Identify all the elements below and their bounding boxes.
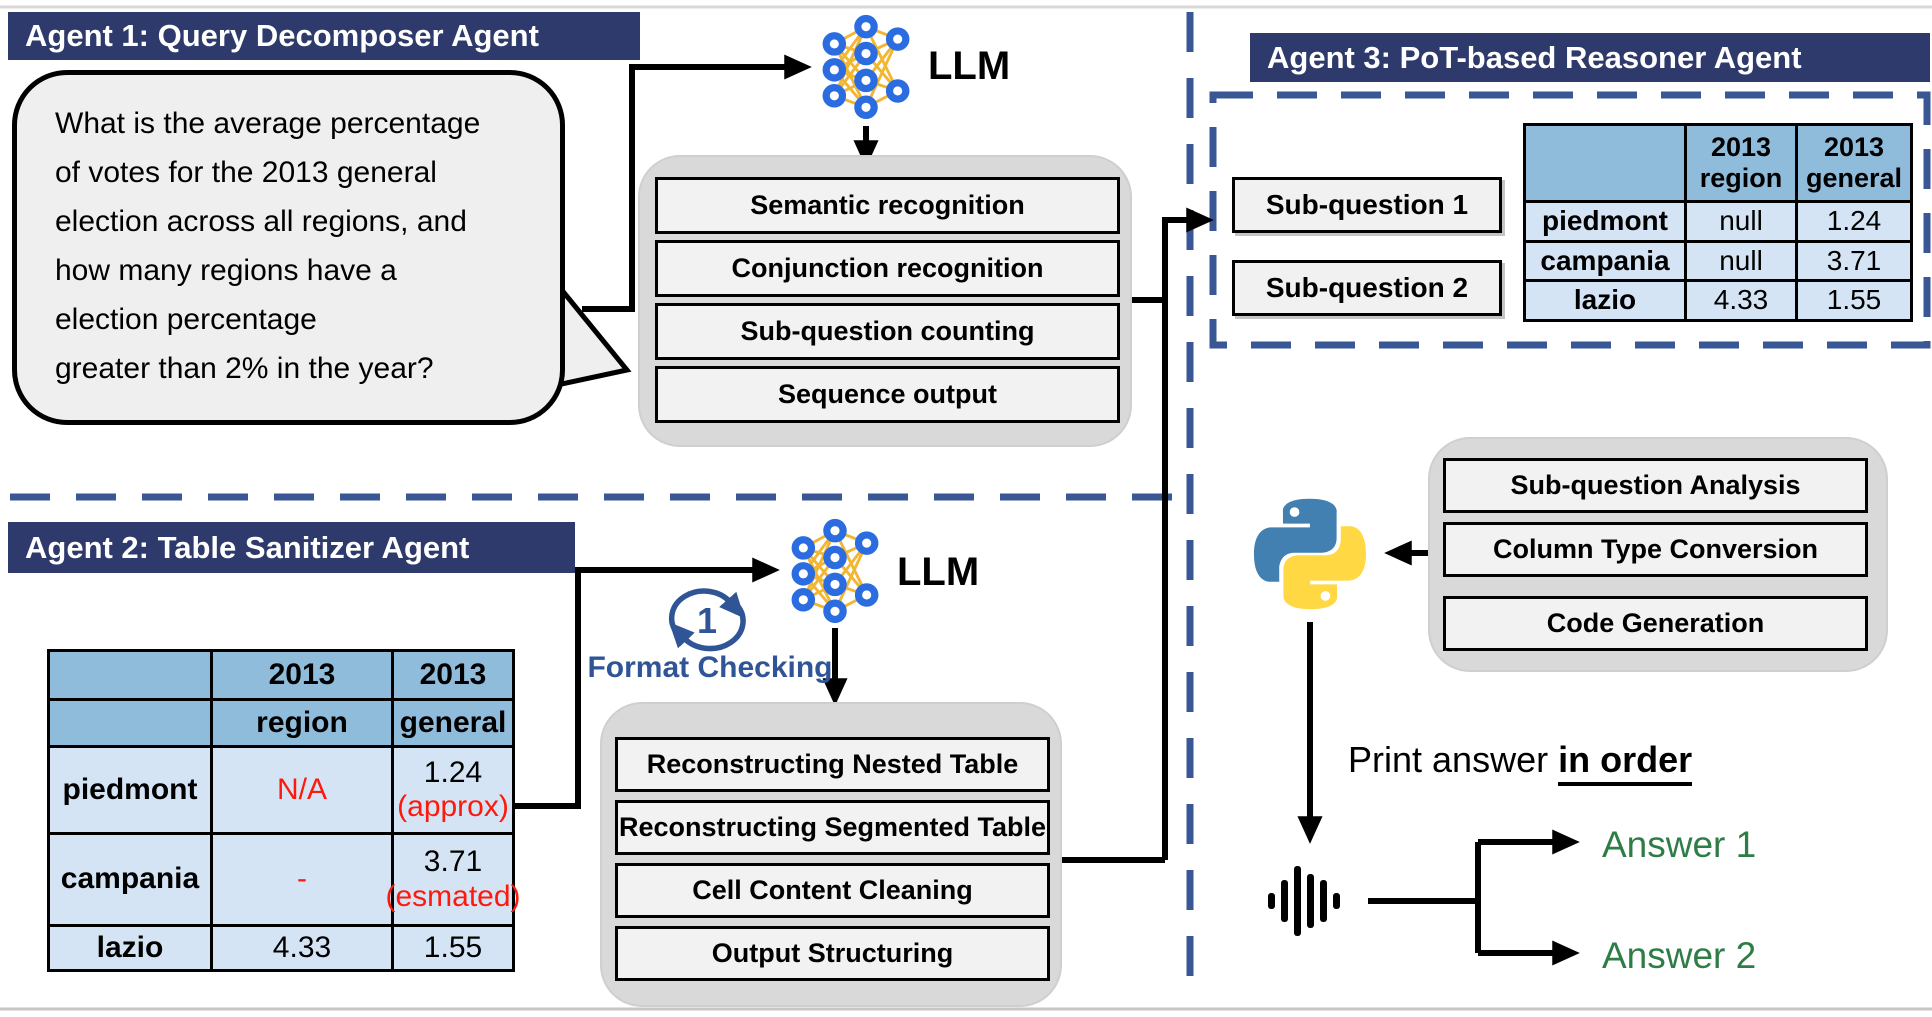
table2-cell-general: 1.55: [394, 927, 512, 969]
table2-value: 1.55: [423, 930, 483, 964]
agent3-title: Agent 3: PoT-based Reasoner Agent: [1267, 39, 1802, 75]
table2-to-llm2-connector: [515, 557, 780, 809]
format-checking-label: Format Checking: [587, 651, 833, 684]
step-code-generation: Code Generation: [1443, 596, 1868, 651]
question-line: election percentage: [55, 303, 317, 336]
table2-corner-cell: [50, 701, 210, 745]
audio-waveform-icon: [1268, 866, 1340, 936]
table3-row-name: campania: [1526, 243, 1684, 279]
print-answer-emphasis: in order: [1558, 739, 1693, 786]
table3-cell-general: 3.71: [1798, 243, 1910, 279]
table2-year-header: 2013: [394, 652, 512, 698]
llm2-label: LLM: [897, 550, 980, 594]
table3-col-header: 2013 general: [1798, 126, 1910, 200]
table2-col-header: region: [213, 701, 391, 745]
agent3-table: 2013 region 2013 general piedmont null 1…: [1523, 123, 1913, 322]
llm1-neural-network-icon: [822, 14, 910, 120]
table3-cell-general: 1.55: [1798, 282, 1910, 319]
table2-col-header: general: [394, 701, 512, 745]
step-reconstructing-segmented-table: Reconstructing Segmented Table: [615, 800, 1050, 855]
subquestion2-box: Sub-question 2: [1232, 260, 1502, 316]
table2-corner-cell: [50, 652, 210, 698]
table2-cell-general: 3.71 (esmated): [385, 835, 521, 924]
question-line: how many regions have a: [55, 254, 397, 287]
agent2-table: 2013 2013 region general piedmont N/A 1.…: [47, 649, 521, 972]
question-line: election across all regions, and: [55, 205, 467, 238]
question-line: greater than 2% in the year?: [55, 352, 434, 385]
step-sequence-output: Sequence output: [655, 366, 1120, 423]
question-line: What is the average percentage: [55, 107, 481, 140]
table3-row-name: lazio: [1526, 282, 1684, 319]
answer2-label: Answer 2: [1602, 935, 1757, 976]
llm2-neural-network-icon: [791, 518, 879, 624]
table2-row-name: piedmont: [50, 748, 210, 832]
table2-value-note: (approx): [397, 790, 509, 823]
table2-value-note: (esmated): [385, 879, 521, 913]
agent1-banner: Agent 1: Query Decomposer Agent: [8, 12, 640, 60]
step-cell-content-cleaning: Cell Content Cleaning: [615, 863, 1050, 918]
loop-count: 1: [696, 600, 718, 641]
table2-cell-general: 1.24 (approx): [394, 748, 512, 832]
question-line: of votes for the 2013 general: [55, 156, 437, 189]
table3-cell-region: null: [1687, 243, 1795, 279]
table3-corner-cell: [1526, 126, 1684, 200]
step-subquestion-counting: Sub-question counting: [655, 303, 1120, 360]
table3-header-year: 2013: [1710, 131, 1772, 162]
step-column-type-conversion: Column Type Conversion: [1443, 522, 1868, 577]
answer1-label: Answer 1: [1602, 824, 1757, 865]
table3-row-name: piedmont: [1526, 203, 1684, 240]
table3-header-label: general: [1805, 163, 1903, 193]
subquestion1-box: Sub-question 1: [1232, 177, 1502, 233]
format-checking-loop-icon: [668, 588, 746, 652]
question-text: What is the average percentage of votes …: [55, 99, 480, 393]
table3-cell-region: 4.33: [1687, 282, 1795, 319]
table2-row-name: campania: [50, 835, 210, 924]
agent1-title: Agent 1: Query Decomposer Agent: [25, 18, 539, 53]
trunk-to-agent3-arrow: [1162, 207, 1214, 860]
step-reconstructing-nested-table: Reconstructing Nested Table: [615, 737, 1050, 792]
table2-value: 1.24: [423, 755, 483, 789]
table2-row-name: lazio: [50, 927, 210, 969]
table3-cell-region: null: [1687, 203, 1795, 240]
step-output-structuring: Output Structuring: [615, 926, 1050, 981]
table2-value: 3.71: [423, 845, 483, 878]
table3-col-header: 2013 region: [1687, 126, 1795, 200]
print-answer-prefix: Print answer: [1348, 739, 1559, 780]
table3-header-label: region: [1699, 163, 1783, 193]
print-answer-text: Print answer in order: [1348, 739, 1693, 786]
speech-bubble: What is the average percentage of votes …: [12, 70, 565, 425]
agent2-banner: Agent 2: Table Sanitizer Agent: [8, 522, 575, 573]
step-subquestion-analysis: Sub-question Analysis: [1443, 458, 1868, 513]
table2-cell-region: N/A: [213, 748, 391, 832]
agent3-banner: Agent 3: PoT-based Reasoner Agent: [1250, 33, 1930, 82]
agent2-title: Agent 2: Table Sanitizer Agent: [25, 529, 470, 565]
table2-cell-region: -: [213, 835, 391, 924]
llm1-label: LLM: [928, 44, 1011, 88]
step-semantic-recognition: Semantic recognition: [655, 177, 1120, 234]
table3-cell-general: 1.24: [1798, 203, 1910, 240]
bubble-to-llm1-connector: [582, 54, 812, 312]
table2-cell-region: 4.33: [213, 927, 391, 969]
table3-header-year: 2013: [1823, 131, 1885, 162]
step-conjunction-recognition: Conjunction recognition: [655, 240, 1120, 297]
python-icon: [1253, 498, 1367, 610]
table2-year-header: 2013: [213, 652, 391, 698]
